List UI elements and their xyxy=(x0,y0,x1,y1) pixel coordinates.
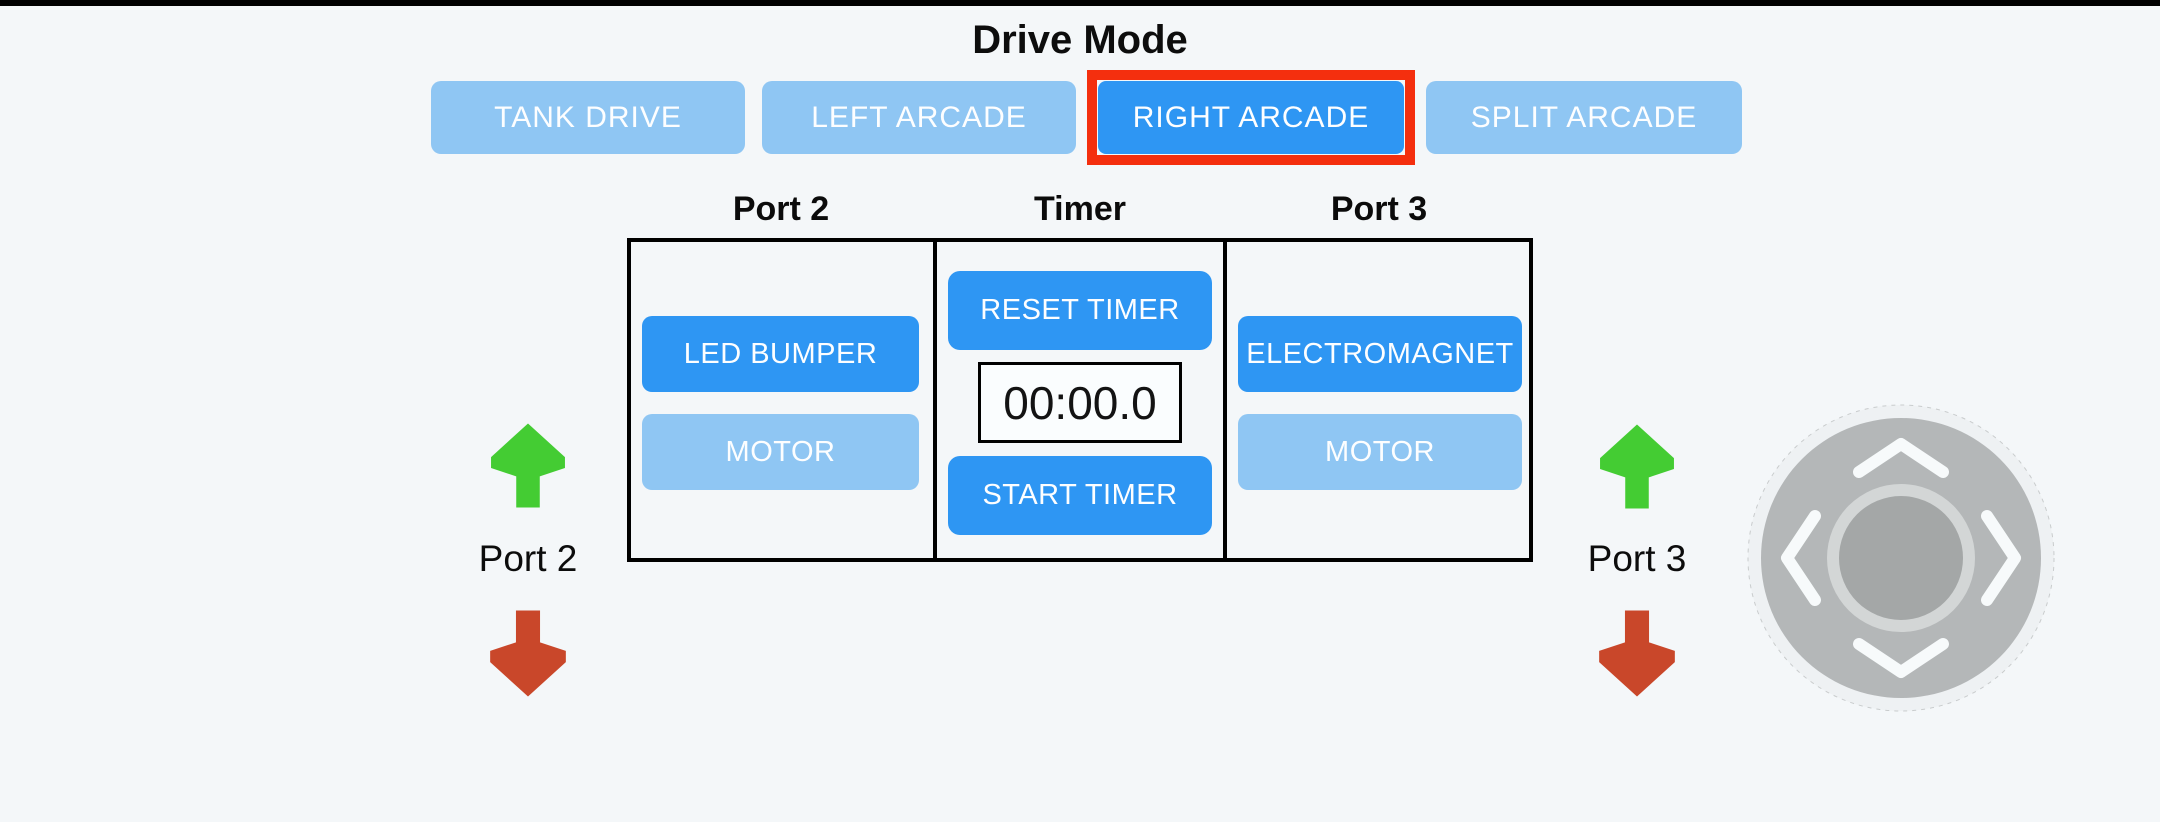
chevron-down-icon xyxy=(1853,638,1949,678)
tank-drive-button[interactable]: TANK DRIVE xyxy=(431,81,745,154)
split-arcade-button[interactable]: SPLIT ARCADE xyxy=(1426,81,1742,154)
electromagnet-button[interactable]: ELECTROMAGNET xyxy=(1238,316,1522,392)
panel-divider xyxy=(1223,238,1227,562)
right-arcade-button[interactable]: RIGHT ARCADE xyxy=(1098,81,1404,154)
left-arcade-button[interactable]: LEFT ARCADE xyxy=(762,81,1076,154)
port2-motor-button[interactable]: MOTOR xyxy=(642,414,919,490)
reset-timer-button[interactable]: RESET TIMER xyxy=(948,271,1212,350)
joystick-knob xyxy=(1839,496,1963,620)
top-black-bar xyxy=(0,0,2160,6)
port3-down-arrow-icon[interactable] xyxy=(1594,610,1680,697)
led-bumper-button[interactable]: LED BUMPER xyxy=(642,316,919,392)
selection-highlight-box: RIGHT ARCADE xyxy=(1087,70,1415,165)
chevron-left-icon xyxy=(1781,510,1821,606)
port2-up-arrow-icon[interactable] xyxy=(486,421,570,510)
port2-arrow-label: Port 2 xyxy=(478,538,578,579)
chevron-right-icon xyxy=(1981,510,2021,606)
timer-display: 00:00.0 xyxy=(978,362,1182,443)
column-header-port2: Port 2 xyxy=(732,190,830,228)
port3-motor-button[interactable]: MOTOR xyxy=(1238,414,1522,490)
joystick-chevrons xyxy=(1781,438,2021,678)
column-header-port3: Port 3 xyxy=(1330,190,1428,228)
start-timer-button[interactable]: START TIMER xyxy=(948,456,1212,535)
page-title: Drive Mode xyxy=(972,18,1188,62)
drive-joystick[interactable] xyxy=(1741,398,2061,718)
chevron-up-icon xyxy=(1853,438,1949,478)
port3-up-arrow-icon[interactable] xyxy=(1595,422,1679,511)
panel-divider xyxy=(933,238,937,562)
port3-arrow-label: Port 3 xyxy=(1587,538,1687,579)
control-panel-box xyxy=(627,238,1533,562)
port2-down-arrow-icon[interactable] xyxy=(485,610,571,697)
column-header-timer: Timer xyxy=(1034,190,1126,228)
